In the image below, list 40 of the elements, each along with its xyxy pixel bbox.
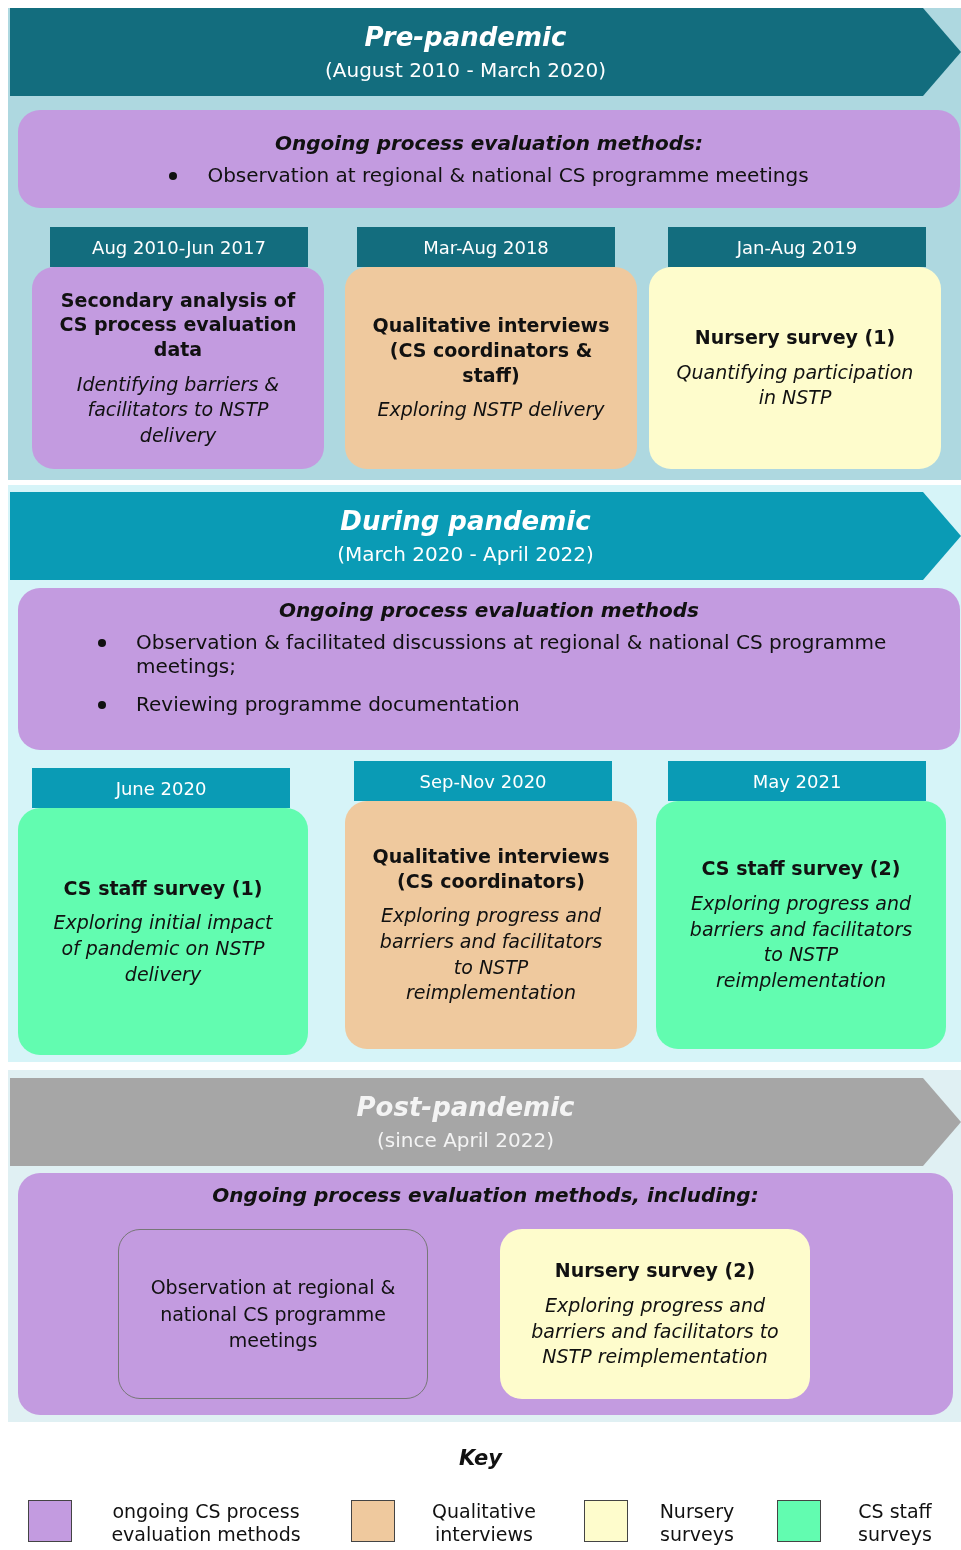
date-tab: May 2021 xyxy=(668,761,926,801)
card-title: CS staff survey (2) xyxy=(701,856,901,882)
phase-dates: (since April 2022) xyxy=(377,1128,554,1152)
legend-text: Nursery surveys xyxy=(658,1500,736,1546)
date-tab: Aug 2010-Jun 2017 xyxy=(50,227,308,267)
card-title: CS staff survey (1) xyxy=(63,875,263,901)
phase-dates: (August 2010 - March 2020) xyxy=(325,58,606,82)
phase-title: During pandemic xyxy=(340,506,591,536)
date-tab: Mar-Aug 2018 xyxy=(357,227,615,267)
bullet-item: Observation at regional & national CS programme meetings xyxy=(207,163,809,187)
phase-dates: (March 2020 - April 2022) xyxy=(337,542,594,566)
card-title: Secondary analysis of CS process evaluation data xyxy=(58,287,298,362)
methods-heading: Ongoing process evaluation methods: xyxy=(275,131,703,155)
method-text: Observation at regional & national CS programme meetings xyxy=(149,1275,397,1354)
phase-title: Pre-pandemic xyxy=(364,22,567,52)
card-title: Nursery survey (1) xyxy=(694,325,896,350)
methods-heading: Ongoing process evaluation methods xyxy=(279,598,699,622)
date-tab: Sep-Nov 2020 xyxy=(354,761,612,801)
methods-heading: Ongoing process evaluation methods, including: xyxy=(212,1183,759,1207)
legend-text: Qualitative interviews xyxy=(431,1500,537,1546)
legend-text: CS staff surveys xyxy=(857,1500,933,1546)
bullet-item: Observation & facilitated discussions at regional & national CS programme meetings; xyxy=(136,630,888,678)
phase-title: Post-pandemic xyxy=(356,1092,575,1122)
method-box xyxy=(118,1229,428,1399)
card-title: Nursery survey (2) xyxy=(554,1258,756,1283)
bullet-item: Reviewing programme documentation xyxy=(136,692,520,716)
card-title: Qualitative interviews (CS coordinators & staff) xyxy=(371,313,611,388)
card-description: Exploring progress and barriers and facilitators to NSTP reimplementation xyxy=(378,903,604,1006)
card-description: Identifying barriers & facilitators to NSTP delivery xyxy=(75,371,281,448)
card-description: Exploring initial impact of pandemic on NSTP delivery xyxy=(52,910,274,987)
legend-text: ongoing CS process evaluation methods xyxy=(110,1500,302,1546)
card-description: Exploring progress and barriers and facilitators to NSTP reimplementation xyxy=(530,1292,780,1370)
card-description: Exploring progress and barriers and facilitators to NSTP reimplementation xyxy=(688,891,914,993)
method-card xyxy=(500,1229,810,1399)
date-tab: June 2020 xyxy=(32,768,290,808)
card-description: Exploring NSTP delivery xyxy=(377,397,605,423)
legend-title: Key xyxy=(458,1446,503,1470)
date-tab: Jan-Aug 2019 xyxy=(668,227,926,267)
card-description: Quantifying participation in NSTP xyxy=(675,359,915,411)
card-title: Qualitative interviews (CS coordinators) xyxy=(371,844,611,894)
